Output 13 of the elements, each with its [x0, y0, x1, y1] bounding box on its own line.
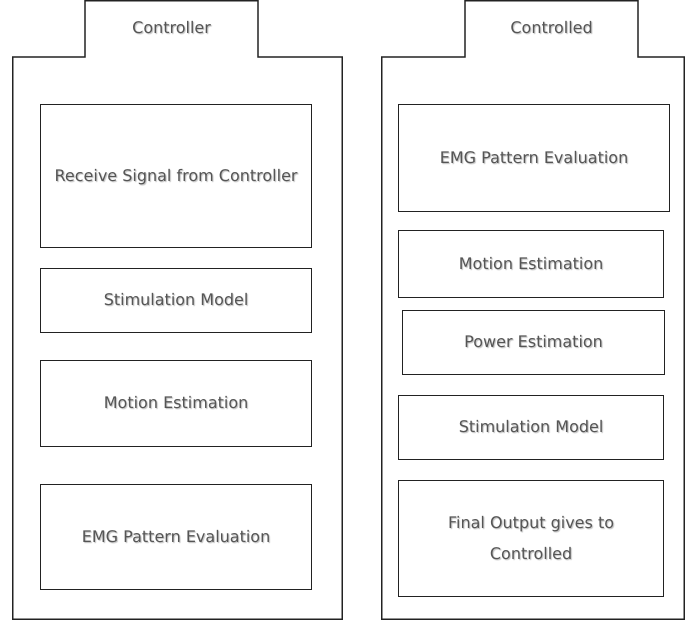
- tabbed-panel: [381, 0, 685, 620]
- tabbed-panel: [12, 0, 343, 620]
- process-box: Power Estimation: [402, 310, 665, 375]
- process-box: EMG Pattern Evaluation: [398, 104, 670, 212]
- process-box: Receive Signal from Controller: [40, 104, 312, 248]
- process-box: Stimulation Model: [398, 395, 664, 460]
- process-box: Motion Estimation: [398, 230, 664, 298]
- process-box: Stimulation Model: [40, 268, 312, 333]
- process-box: Motion Estimation: [40, 360, 312, 447]
- panel-heading: Controlled: [509, 16, 594, 39]
- process-box: EMG Pattern Evaluation: [40, 484, 312, 590]
- process-box: Final Output gives to Controlled: [398, 480, 664, 597]
- panel-heading: Controller: [131, 16, 212, 39]
